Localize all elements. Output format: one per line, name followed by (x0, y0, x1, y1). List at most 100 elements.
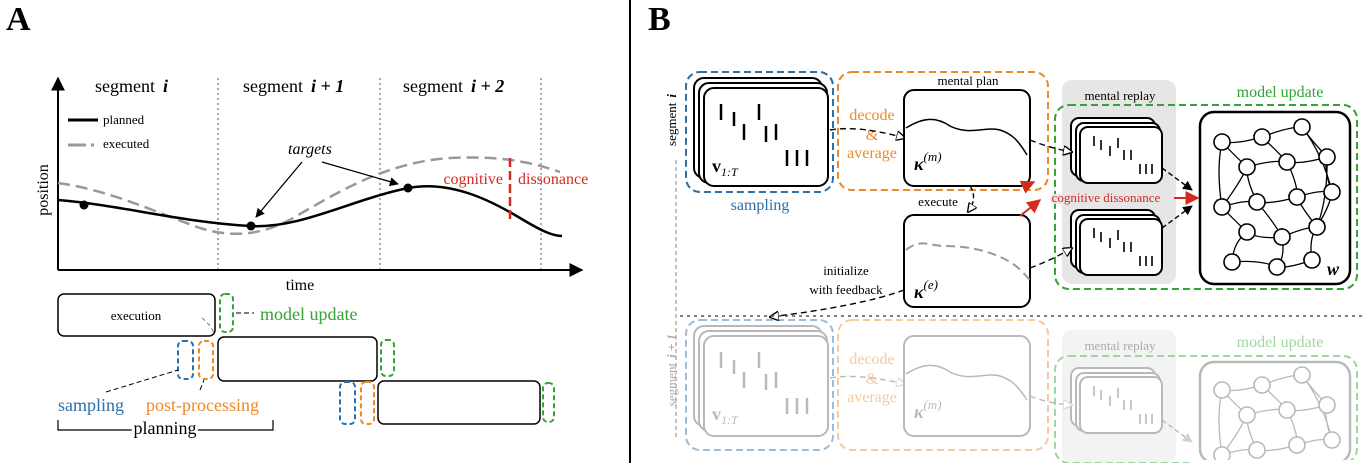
network-edge (1221, 443, 1258, 456)
network-graph (1213, 118, 1341, 276)
post-processing-marker-2 (360, 381, 375, 425)
bottom-mask (1190, 460, 1370, 463)
execution-label: execution (111, 308, 162, 323)
model-update-label: model update (260, 304, 357, 324)
faded-decode-group (837, 319, 1049, 451)
network-node (1213, 133, 1231, 151)
replay-stack-bottom (1070, 209, 1163, 276)
decode-arrow (829, 127, 905, 138)
network-edge (1301, 374, 1328, 406)
panel-b-letter: B (648, 1, 671, 38)
sampling-label: sampling (58, 395, 124, 415)
sampling-group (685, 71, 834, 193)
network-node (1248, 441, 1266, 459)
network-node (1238, 406, 1256, 424)
network-edge (1286, 409, 1303, 446)
network-node (1273, 228, 1291, 246)
network-node (1288, 188, 1306, 206)
faded-decode-line2: & (866, 371, 879, 388)
faded-decode-line3: average (847, 389, 897, 406)
network-node (1278, 401, 1296, 419)
network-box (1198, 110, 1352, 286)
decode-group (837, 71, 1049, 191)
network-node (1238, 158, 1256, 176)
decode-label-line1: decode (849, 107, 894, 124)
legend-executed-label: executed (103, 136, 150, 151)
planning-label: planning (134, 418, 197, 438)
sampling-marker-2 (339, 381, 356, 425)
network-node (1213, 381, 1231, 399)
legend-planned-label: planned (103, 112, 145, 127)
network-node (1248, 193, 1266, 211)
mental-plan-box (903, 89, 1031, 187)
planning-bracket (57, 420, 274, 431)
faded-network-graph (1213, 366, 1341, 463)
execution-box (57, 293, 216, 337)
panel-a-letter: A (6, 1, 31, 38)
legend: planned executed (68, 112, 150, 151)
network-node (1213, 198, 1231, 216)
executed-plan-curve (905, 242, 1031, 281)
mental-replay-label: mental replay (1084, 88, 1156, 103)
decode-label-line3: average (847, 145, 897, 162)
execution-box-3 (377, 380, 541, 425)
network-node (1223, 253, 1241, 271)
network-node (1253, 128, 1271, 146)
handoff-1 (201, 317, 215, 335)
cognitive-dissonance-label: cognitive dissonance (1052, 190, 1161, 205)
network-edge (1256, 442, 1298, 452)
replay-stack-top (1070, 117, 1163, 184)
network-node (1303, 251, 1321, 269)
executed-plan-box (903, 214, 1031, 308)
execute-label: execute (918, 194, 958, 209)
faded-sampling-group (685, 319, 834, 451)
sampling-group-label: sampling (731, 197, 790, 214)
network-node (1308, 218, 1326, 236)
network-node (1323, 183, 1341, 201)
dissonance-word-1: cognitive (443, 171, 503, 188)
dissonance-word-2: dissonance (518, 171, 588, 188)
replay-to-model-arrow-2 (1161, 205, 1193, 229)
faded-model-update-label: model update (1237, 334, 1324, 351)
network-node (1318, 148, 1336, 166)
post-processing-label: post-processing (146, 395, 259, 415)
network-edge (1301, 374, 1335, 441)
network-edge (1221, 382, 1263, 392)
network-node (1213, 446, 1231, 463)
mental-plan-curve (905, 118, 1028, 156)
v-label: v1:T (712, 156, 739, 179)
faded-model-update-group (1054, 355, 1358, 463)
exec-to-replay-arrow (1029, 248, 1072, 269)
network-edge (1216, 389, 1226, 456)
decode-label-line2: & (866, 127, 879, 144)
faded-segment-row: v1:T decode & average κ(m) mental replay… (685, 319, 1358, 463)
target-point-1 (246, 221, 256, 231)
segment-dividers (217, 78, 542, 272)
segment-i1-label: segmenti + 1 (664, 334, 679, 406)
executed-trajectory (57, 156, 561, 236)
execution-box-2 (217, 336, 378, 382)
model-update-group-label: model update (1237, 84, 1324, 101)
faded-mental-replay-panel (1062, 330, 1176, 463)
model-update-group (1054, 104, 1358, 290)
planned-trajectory (57, 184, 563, 238)
panel-a-axes (51, 76, 584, 277)
segment-i-label: segmenti (664, 94, 679, 146)
network-node (1268, 258, 1286, 276)
model-update-marker-1 (219, 293, 234, 333)
initialize-arrow (770, 289, 905, 317)
network-edge (1246, 404, 1288, 416)
network-edge (1261, 370, 1303, 386)
initialize-label-line2: with feedback (809, 282, 883, 297)
faded-decode-line1: decode (849, 351, 894, 368)
sampling-marker-1 (177, 340, 194, 380)
targets-label: targets (288, 141, 332, 158)
post-processing-leader (199, 379, 205, 391)
faded-mental-plan-box (903, 335, 1031, 437)
network-node (1288, 436, 1306, 454)
network-node (1253, 376, 1271, 394)
